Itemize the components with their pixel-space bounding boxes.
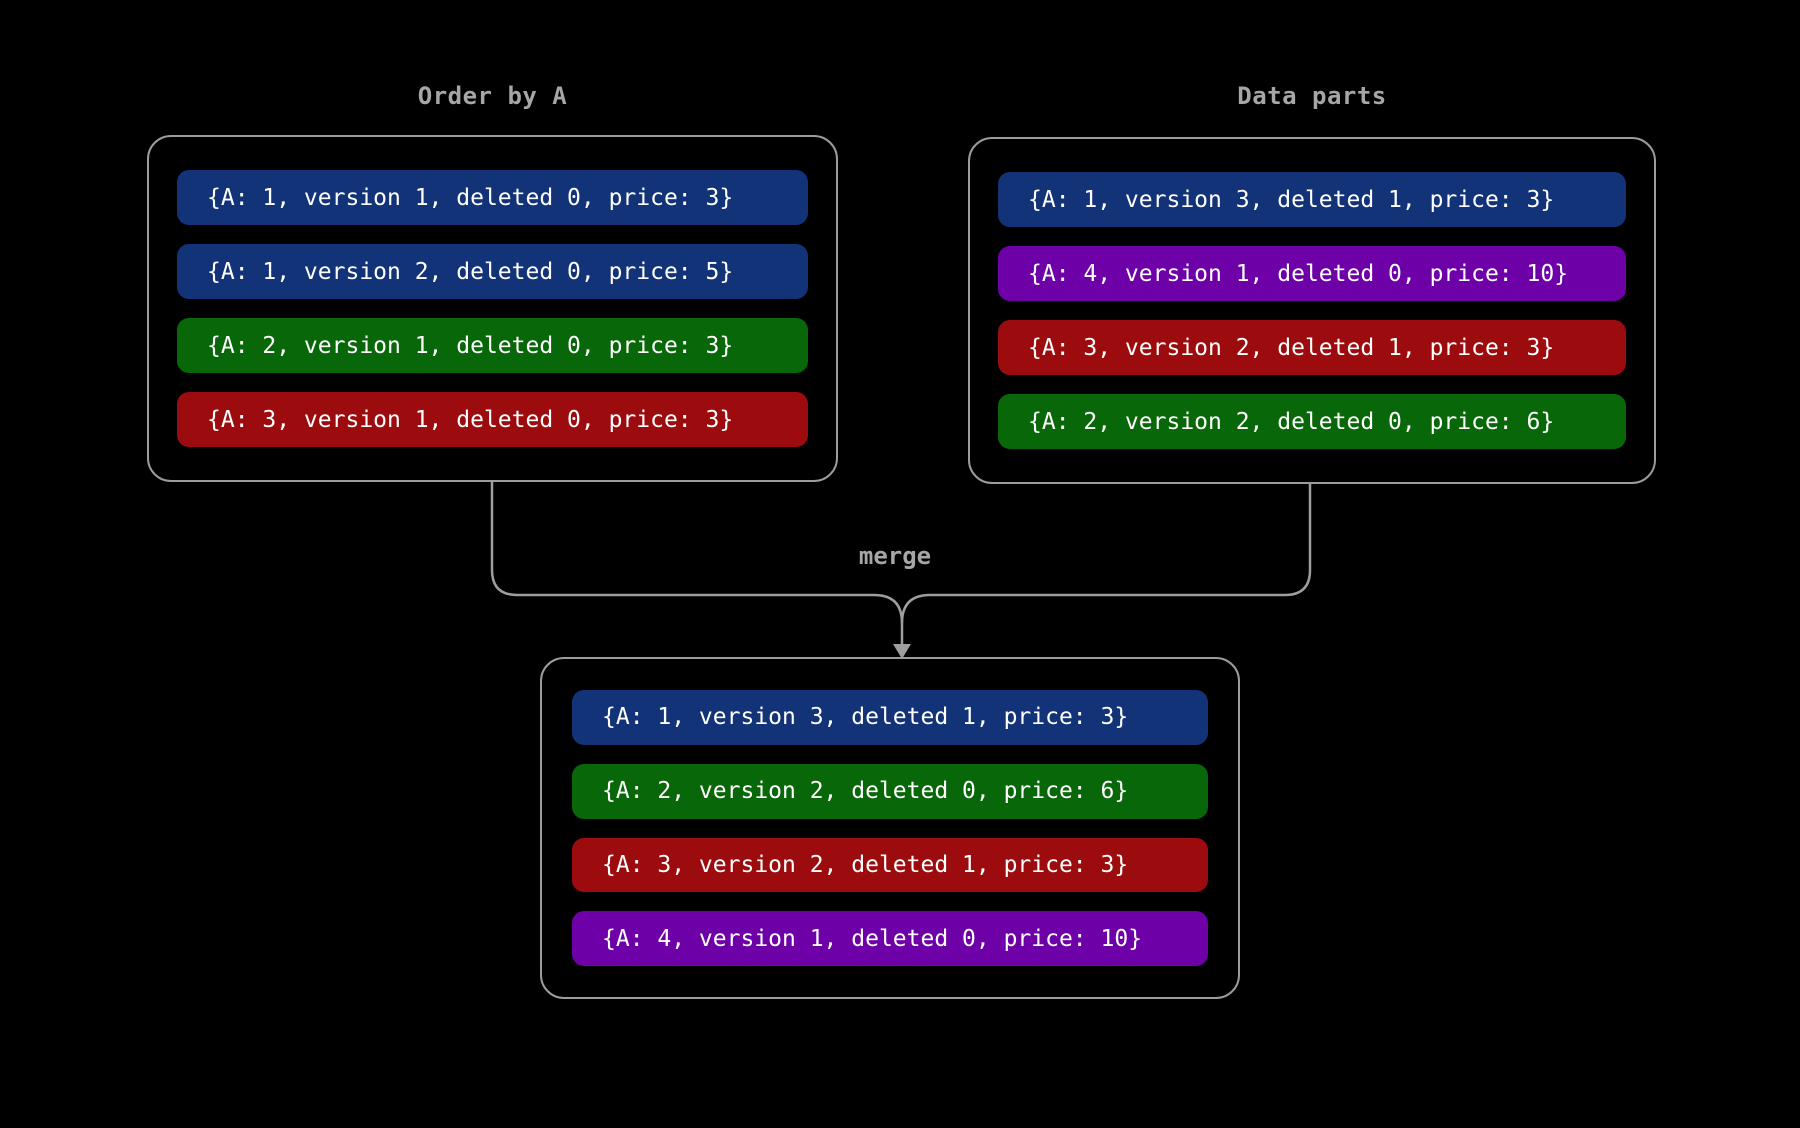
data-row: {A: 3, version 1, deleted 0, price: 3}: [177, 392, 808, 447]
order-by-title: Order by A: [417, 82, 568, 110]
data-parts-box: {A: 1, version 3, deleted 1, price: 3} {…: [968, 137, 1656, 484]
order-by-box: {A: 1, version 1, deleted 0, price: 3} {…: [147, 135, 838, 482]
data-row: {A: 4, version 1, deleted 0, price: 10}: [572, 911, 1208, 966]
data-row: {A: 3, version 2, deleted 1, price: 3}: [572, 837, 1208, 893]
data-row: {A: 4, version 1, deleted 0, price: 10}: [998, 246, 1626, 301]
data-row: {A: 1, version 2, deleted 0, price: 5}: [177, 244, 808, 299]
data-row: {A: 1, version 3, deleted 1, price: 3}: [998, 172, 1626, 227]
data-parts-title: Data parts: [1237, 82, 1387, 110]
data-row: {A: 1, version 3, deleted 1, price: 3}: [572, 690, 1208, 745]
data-row: {A: 1, version 1, deleted 0, price: 3}: [177, 170, 808, 225]
merged-box: {A: 1, version 3, deleted 1, price: 3} {…: [540, 657, 1240, 999]
merge-label: merge: [858, 542, 932, 570]
data-row: {A: 2, version 2, deleted 0, price: 6}: [572, 763, 1208, 819]
data-row: {A: 2, version 1, deleted 0, price: 3}: [177, 318, 808, 373]
data-row: {A: 3, version 2, deleted 1, price: 3}: [998, 320, 1626, 375]
data-row: {A: 2, version 2, deleted 0, price: 6}: [998, 394, 1626, 449]
